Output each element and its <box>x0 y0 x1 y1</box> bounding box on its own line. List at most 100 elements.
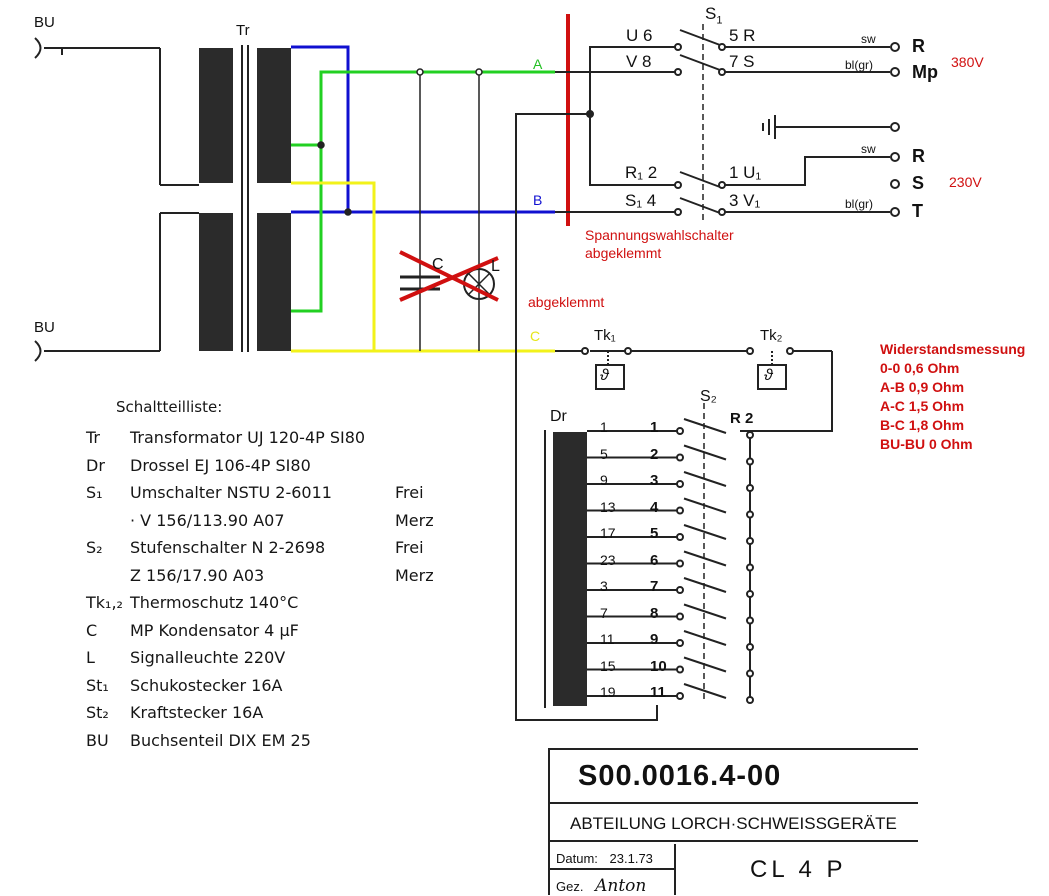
title-block-divider <box>674 844 676 895</box>
r2-label: R 2 <box>730 410 754 427</box>
tap-contact <box>676 665 684 674</box>
part-supplier: Merz <box>395 565 434 585</box>
capacitor-lamp-crossed <box>399 250 499 302</box>
part-supplier: Merz <box>395 510 434 530</box>
note-spannungswahlschalter: Spannungswahlschalter <box>585 227 734 243</box>
part-code: St₂ <box>86 703 109 723</box>
line-c-label: C <box>530 328 541 344</box>
part-code: St₁ <box>86 675 109 695</box>
switch-position-number: 9 <box>650 631 659 648</box>
wire-color-sw-2: sw <box>861 142 876 156</box>
title-block-divider <box>550 868 674 870</box>
part-code: C <box>86 620 98 640</box>
tap-contact <box>746 484 754 492</box>
voltage-380-note: 380V <box>951 54 984 70</box>
tap-contact <box>676 506 684 515</box>
tap-contact <box>746 696 754 704</box>
bu-socket-bottom <box>34 212 199 362</box>
switch-blade <box>683 444 727 461</box>
part-description: Thermoschutz 140°C <box>130 593 299 613</box>
transformer <box>170 45 295 352</box>
switch-position-number: 6 <box>650 551 659 569</box>
wire-color-sw-1: sw <box>861 32 876 46</box>
switch-position-number: 4 <box>650 498 659 516</box>
tap-contact <box>676 453 684 462</box>
switch-blade <box>683 418 727 434</box>
terminal-3v1: 3 V₁ <box>729 191 761 210</box>
tap-contact <box>746 563 754 572</box>
switch-blade <box>683 577 727 593</box>
resistance-line: B-C 1,8 Ohm <box>880 417 965 433</box>
part-description: Schukostecker 16A <box>130 675 283 695</box>
part-code: S₂ <box>86 538 103 558</box>
s2-label: S₂ <box>700 388 717 405</box>
dr-tap-number: 1 <box>600 419 608 435</box>
part-code: L <box>86 648 95 668</box>
model-name: CL 4 P <box>750 856 847 883</box>
part-description: Drossel EJ 106-4P SI80 <box>130 455 311 475</box>
wire-color-bl-1: bl(gr) <box>845 58 874 72</box>
part-code: Tk₁,₂ <box>86 593 123 613</box>
dr-tap-number: 17 <box>600 525 616 541</box>
switch-blade <box>683 524 727 540</box>
switch-position-number: 5 <box>650 525 659 542</box>
parts-row: L Signalleuchte 220V <box>86 644 526 672</box>
terminal-1u1: 1 U₁ <box>729 163 762 182</box>
parts-row: St₂ Kraftstecker 16A <box>86 699 526 727</box>
part-description: MP Kondensator 4 µF <box>130 620 299 640</box>
tap-contact <box>746 457 754 466</box>
title-block: S00.0016.4-00 ABTEILUNG LORCH·SCHWEISSGE… <box>548 748 918 896</box>
line-c-wire <box>291 181 555 353</box>
resistance-line: A-C 1,5 Ohm <box>880 398 965 414</box>
lamp-label: L <box>491 258 500 275</box>
department: ABTEILUNG LORCH·SCHWEISSGERÄTE <box>550 802 918 842</box>
tap-contact <box>746 669 754 678</box>
tr-label: Tr <box>236 22 250 39</box>
terminal-u6: U 6 <box>626 26 653 45</box>
gez-field: Gez. Anton <box>556 876 647 896</box>
switch-position-number: 3 <box>650 472 659 489</box>
part-description: Signalleuchte 220V <box>130 648 286 668</box>
switch-blade <box>683 471 727 487</box>
parts-row: St₁ Schukostecker 16A <box>86 672 526 700</box>
parts-row: Tk₁,₂ Thermoschutz 140°C <box>86 589 526 617</box>
thermo-protectors <box>555 347 833 432</box>
choke-dr <box>544 430 587 708</box>
terminal-r1-2: R₁ 2 <box>625 163 658 182</box>
note-abgeklemmt-1: abgeklemmt <box>585 245 662 261</box>
dr-tap-number: 15 <box>600 657 616 674</box>
tap-contact <box>746 616 754 625</box>
switch-position-number: 1 <box>650 419 659 436</box>
tap-contact <box>676 639 684 647</box>
terminal-5r: 5 R <box>729 26 756 45</box>
output-r-380: R <box>912 36 925 56</box>
switch-blade <box>683 683 727 699</box>
terminal-7s: 7 S <box>729 52 755 71</box>
bu-bottom-label: BU <box>34 319 55 336</box>
s1-label: S1 <box>705 4 723 27</box>
part-supplier: Frei <box>395 483 424 503</box>
line-b-label: B <box>533 192 543 208</box>
wire-color-bl-2: bl(gr) <box>845 197 874 211</box>
switch-blade <box>683 603 727 620</box>
resistance-title: Widerstandsmessung <box>880 341 1026 357</box>
switch-position-number: 2 <box>650 445 659 463</box>
dr-tap-number: 7 <box>600 604 608 621</box>
dr-tap-number: 19 <box>600 684 616 700</box>
part-description: Stufenschalter N 2-2698 <box>130 538 326 558</box>
switch-blade <box>683 550 727 567</box>
part-code: Tr <box>86 428 100 448</box>
dr-tap-number: 3 <box>600 578 608 594</box>
datum-field: Datum: 23.1.73 <box>556 851 653 866</box>
line-a-label: A <box>533 56 543 72</box>
resistance-line: A-B 0,9 Ohm <box>880 379 965 395</box>
part-description: Kraftstecker 16A <box>130 703 264 723</box>
terminal-v8: V 8 <box>626 52 652 71</box>
part-supplier: Frei <box>395 538 424 558</box>
